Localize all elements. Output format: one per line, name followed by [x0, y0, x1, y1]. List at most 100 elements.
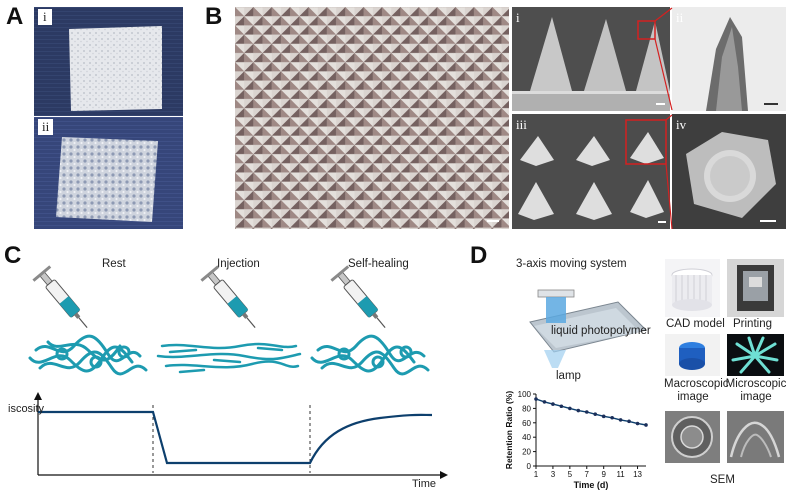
sem-pyramid-top-iv: iv — [672, 114, 786, 229]
chart-series — [534, 397, 648, 427]
retention-point — [644, 423, 648, 427]
viscosity-axis-label: iscosity — [8, 403, 45, 415]
y-tick-label: 0 — [527, 462, 532, 471]
microscopic-label: Microscopic image — [725, 378, 787, 403]
panel-b-sub-iii: iii — [516, 117, 527, 132]
x-tick-label: 1 — [534, 470, 539, 479]
sem-label: SEM — [710, 474, 735, 486]
microscopic-thumb — [727, 334, 784, 376]
viscosity-curve — [38, 410, 433, 465]
printing-thumb — [727, 259, 784, 317]
sem-pyramids-image — [512, 114, 670, 229]
panel-c-letter: C — [4, 242, 22, 269]
panel-a-sub-i: i — [38, 9, 52, 25]
retention-point — [627, 419, 631, 424]
microneedle-array-photo — [235, 7, 509, 229]
syringe-icon — [329, 264, 395, 336]
scale-bar — [658, 221, 666, 223]
sem-needle-side-image — [512, 7, 670, 111]
hydrogel-network-injection — [156, 342, 302, 374]
panel-a-sub-ii: ii — [38, 119, 54, 135]
stage-self-healing-label: Self-healing — [348, 258, 409, 270]
zoom-box — [625, 119, 667, 165]
retention-point — [584, 410, 589, 414]
retention-point — [576, 408, 581, 413]
system-title: 3-axis moving system — [516, 258, 627, 270]
sem-thumb-2 — [727, 411, 784, 463]
hydrogel-network-healed — [310, 334, 430, 376]
panel-a-photo-i: i — [34, 7, 183, 116]
microscopic-image — [727, 334, 784, 376]
sponge-ii-image — [34, 117, 183, 229]
y-axis-title: Retention Ratio (%) — [504, 391, 514, 470]
build-plate — [537, 289, 575, 298]
sem-image-1 — [665, 411, 720, 463]
sem-needle-tip-ii: ii — [672, 7, 786, 111]
sponge-i-image — [34, 7, 183, 116]
hydrogel-network-rest — [28, 334, 148, 376]
retention-point — [534, 397, 538, 401]
stage-injection-label: Injection — [217, 258, 260, 270]
scale-bar — [656, 103, 665, 105]
macroscopic-thumb — [665, 334, 720, 376]
syringe-icon — [199, 264, 265, 336]
retention-point — [618, 418, 623, 422]
time-axis-label: Time — [412, 478, 437, 490]
panel-d-letter: D — [470, 242, 488, 269]
macroscopic-image — [679, 342, 705, 370]
retention-point — [559, 404, 564, 409]
sem-image-2 — [727, 411, 784, 463]
retention-point — [551, 402, 555, 406]
retention-point — [593, 412, 598, 416]
y-tick-label: 40 — [522, 433, 531, 442]
microneedle-array-image — [235, 7, 509, 229]
sem-pyramids-iii: iii — [512, 114, 670, 229]
retention-point — [542, 400, 547, 404]
sem-pyramid-top-image — [672, 114, 786, 229]
lamp-label: lamp — [556, 370, 581, 382]
cad-model-image — [671, 268, 713, 311]
sem-needle-tip-image — [672, 7, 786, 111]
panel-b-sub-iv: iv — [676, 117, 687, 132]
retention-point — [610, 415, 614, 420]
printing-image — [727, 259, 784, 317]
printer-schematic — [529, 289, 647, 368]
panel-a-photo-ii: ii — [34, 117, 183, 229]
retention-point — [568, 406, 572, 411]
cad-model-thumb — [665, 259, 720, 317]
scale-bar — [764, 103, 778, 105]
panel-b-sub-i: i — [516, 10, 520, 25]
stage-rest-label: Rest — [102, 258, 126, 270]
x-tick-label: 7 — [585, 470, 590, 479]
y-tick-label: 100 — [518, 390, 532, 399]
light-beam — [544, 350, 566, 368]
retention-point — [601, 414, 606, 419]
printed-part — [546, 297, 566, 323]
syringe-icon — [31, 264, 97, 336]
sem-thumb-1 — [665, 411, 720, 463]
zoom-box — [637, 20, 656, 40]
sem-needle-side-i: i — [512, 7, 670, 111]
scale-bar — [487, 220, 499, 222]
x-tick-label: 5 — [568, 470, 573, 479]
viscosity-plot — [34, 392, 448, 479]
retention-point — [635, 421, 640, 426]
x-tick-label: 9 — [601, 470, 606, 479]
x-tick-label: 3 — [551, 470, 556, 479]
panel-b-sub-ii: ii — [676, 10, 684, 25]
printing-label: Printing — [733, 318, 772, 330]
x-tick-label: 13 — [633, 470, 642, 479]
x-tick-label: 11 — [616, 470, 625, 479]
y-tick-label: 60 — [522, 419, 531, 428]
x-axis-title: Time (d) — [574, 480, 609, 490]
y-tick-label: 20 — [522, 448, 531, 457]
macroscopic-label: Macroscopic image — [664, 378, 729, 403]
y-tick-label: 80 — [522, 404, 531, 413]
panel-a-letter: A — [6, 3, 24, 30]
panel-c-diagram — [28, 264, 448, 479]
scale-bar — [760, 220, 776, 222]
panel-b-letter: B — [205, 3, 223, 30]
liquid-photopolymer-label: liquid photopolymer — [551, 325, 651, 337]
